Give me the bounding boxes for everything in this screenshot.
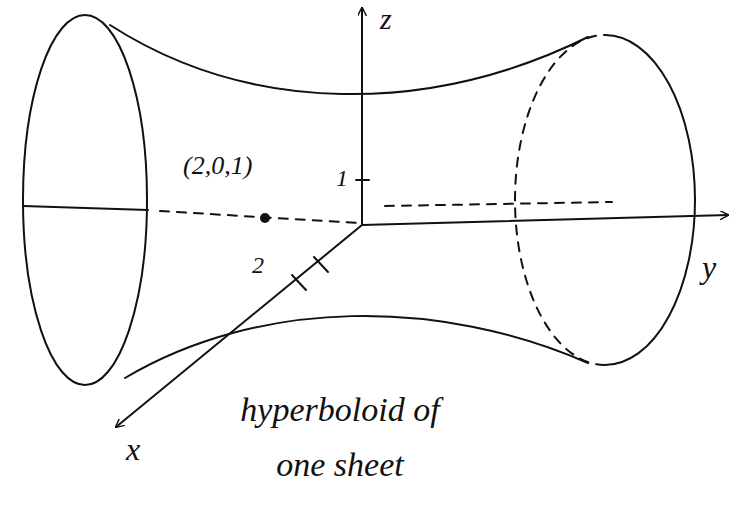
tick-label: 1 (336, 165, 348, 191)
tick-mark (356, 179, 369, 181)
bottom-profile (125, 316, 588, 378)
centre-line-hidden (385, 202, 612, 206)
top-profile (110, 25, 588, 94)
tick-label: 2 (252, 252, 264, 278)
centre-line-hidden (160, 211, 358, 223)
axis-label: z (380, 2, 392, 35)
point-dot (260, 213, 270, 223)
axis-label: y (702, 250, 716, 285)
tick-mark (292, 275, 306, 290)
caption-label: hyperboloid of one sheet (220, 382, 460, 492)
left-ellipse (23, 15, 147, 385)
right-ellipse-front (605, 35, 695, 365)
centre-line (23, 206, 148, 210)
tick-mark (314, 257, 328, 272)
y-axis (362, 215, 728, 225)
right-ellipse-back (515, 35, 605, 365)
point-label: (2,0,1) (183, 152, 252, 181)
z-axis (361, 8, 363, 225)
axis-label: x (126, 432, 140, 467)
